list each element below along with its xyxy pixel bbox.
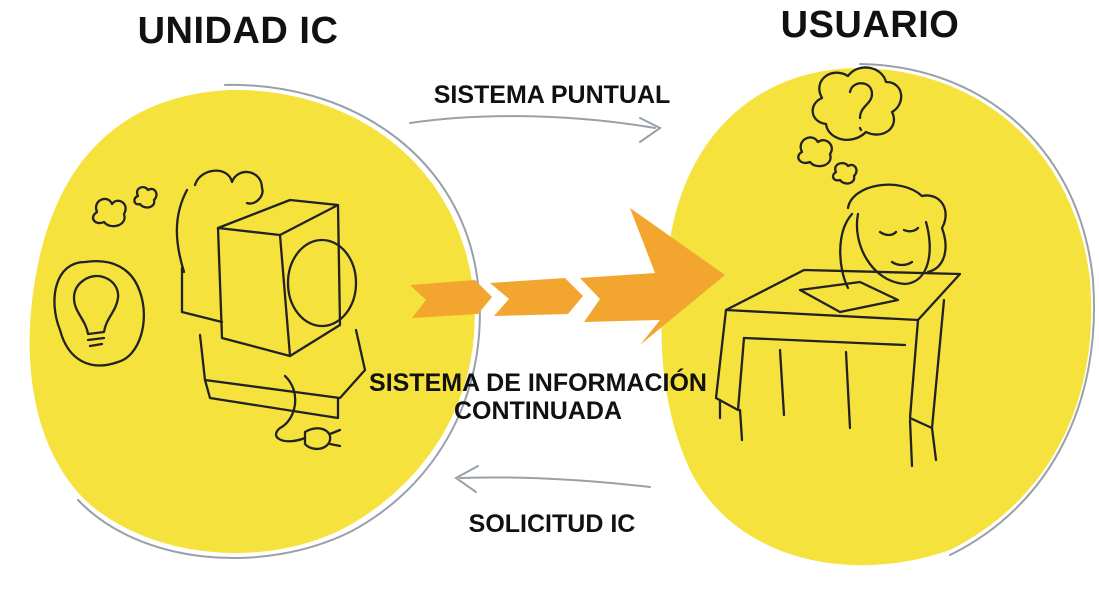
question-thought-icon [797, 66, 903, 185]
left-circle [29, 83, 481, 560]
arrow-chevron-2 [490, 278, 583, 316]
computer-icon [175, 169, 367, 451]
plug-icon [303, 427, 342, 451]
lightbulb-thought-icon [53, 186, 158, 367]
label-sistema-puntual: SISTEMA PUNTUAL [433, 81, 671, 109]
continuous-arrow [410, 208, 725, 345]
bottom-arrow [454, 465, 651, 493]
top-arrow [409, 115, 662, 143]
label-sistema-continuada-line2: CONTINUADA [453, 397, 623, 425]
arrow-chevron-1 [410, 280, 492, 318]
label-sistema-continuada-line1: SISTEMA DE INFORMACIÓN [369, 369, 707, 397]
label-solicitud-ic: SOLICITUD IC [468, 510, 636, 538]
person-at-desk-icon [714, 183, 962, 468]
title-unidad-ic: UNIDAD IC [137, 10, 339, 52]
label-sistema-continuada: SISTEMA DE INFORMACIÓN CONTINUADA [328, 369, 748, 425]
arrow-head [580, 208, 725, 345]
title-usuario: USUARIO [780, 4, 960, 46]
right-circle [661, 63, 1095, 566]
